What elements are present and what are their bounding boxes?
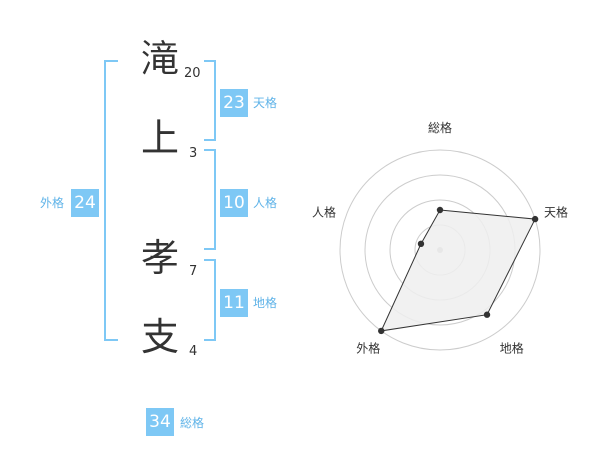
- radar-data-point: [417, 240, 425, 248]
- soukaku-label: 総格: [180, 416, 205, 430]
- gaikaku-value-badge: 24: [71, 189, 99, 217]
- gaikaku-label: 外格: [40, 196, 65, 210]
- jinkaku-bracket-bottom: [204, 248, 216, 250]
- radar-grid-ring: [339, 149, 541, 351]
- radar-axis-label: 外格: [356, 341, 380, 356]
- stroke-count-4: 4: [189, 344, 198, 359]
- radar-data-point: [436, 206, 444, 214]
- radar-series-area: [380, 209, 536, 332]
- radar-axis-label: 総格: [428, 120, 452, 135]
- gaikaku-bracket-vertical: [104, 60, 106, 341]
- jinkaku-value-badge: 10: [220, 189, 248, 217]
- radar-axis-label: 人格: [312, 204, 336, 219]
- gaikaku-bracket-bottom: [104, 339, 118, 341]
- gaikaku-bracket-top: [104, 60, 118, 62]
- soukaku-value-badge: 34: [146, 408, 174, 436]
- tenkaku-bracket-bottom: [204, 139, 216, 141]
- radar-axis-label: 天格: [544, 204, 568, 219]
- jinkaku-bracket-vertical: [214, 149, 216, 250]
- radar-data-point: [483, 311, 491, 318]
- radar-shape: [378, 206, 539, 335]
- jinkaku-bracket-top: [204, 149, 216, 151]
- stroke-count-3: 7: [189, 264, 198, 279]
- name-char-3: 孝: [140, 236, 179, 280]
- chikaku-label: 地格: [253, 296, 278, 310]
- chikaku-bracket-vertical: [214, 259, 216, 341]
- stroke-count-2: 3: [189, 146, 198, 161]
- jinkaku-label: 人格: [253, 196, 278, 210]
- name-char-1: 滝: [140, 37, 179, 81]
- radar-data-point: [378, 327, 385, 335]
- tenkaku-bracket-vertical: [214, 60, 216, 141]
- name-char-4: 支: [140, 315, 179, 359]
- chikaku-bracket-top: [204, 259, 216, 261]
- stroke-count-1: 20: [184, 66, 201, 81]
- tenkaku-bracket-top: [204, 60, 216, 62]
- radar-data-point: [531, 215, 539, 223]
- tenkaku-value-badge: 23: [220, 89, 248, 117]
- radar-axis-label: 地格: [500, 341, 524, 356]
- tenkaku-label: 天格: [253, 96, 278, 110]
- chikaku-bracket-bottom: [204, 339, 216, 341]
- chikaku-value-badge: 11: [220, 289, 248, 317]
- name-char-2: 上: [140, 116, 179, 160]
